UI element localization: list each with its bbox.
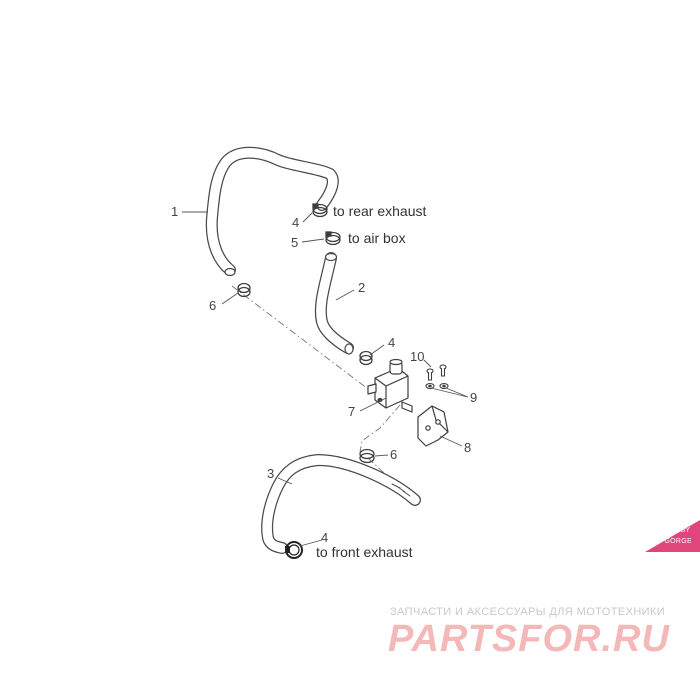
hose-1 xyxy=(205,146,339,277)
part-number-5: 5 xyxy=(291,235,299,250)
clamp-4-rear xyxy=(312,203,328,218)
label-to-front-exhaust: to front exhaust xyxy=(316,544,413,560)
badge-line-1: BY xyxy=(680,527,690,534)
watermark-corner-badge: BY GORGE xyxy=(645,520,700,552)
watermark-brand: PARTSFOR.RU xyxy=(388,618,670,660)
watermark-tagline: ЗАПЧАСТИ И АКСЕССУАРЫ ДЛЯ МОТОТЕХНИКИ xyxy=(390,606,666,618)
watermark-badge xyxy=(645,520,700,552)
part-number-9: 9 xyxy=(470,390,478,405)
part-number-7: 7 xyxy=(348,404,356,419)
label-to-rear-exhaust: to rear exhaust xyxy=(333,203,427,219)
bracket-8 xyxy=(417,405,449,447)
clamp-4-front xyxy=(285,541,303,559)
part-number-8: 8 xyxy=(464,440,472,455)
clamp-6-upper xyxy=(237,282,251,298)
leader-lines xyxy=(182,211,469,547)
valve-7 xyxy=(367,358,413,413)
part-number-3: 3 xyxy=(267,466,275,481)
clamp-5 xyxy=(325,231,341,246)
part-number-2: 2 xyxy=(358,280,366,295)
screw-10 xyxy=(426,364,447,381)
clamp-6-lower xyxy=(359,448,375,464)
hose-2 xyxy=(314,252,354,355)
part-number-1: 1 xyxy=(171,204,179,219)
washer-9 xyxy=(425,382,449,390)
hose-3 xyxy=(261,454,421,554)
label-to-air-box: to air box xyxy=(348,230,406,246)
part-number-4-front: 4 xyxy=(321,530,329,545)
part-number-4-mid: 4 xyxy=(388,335,396,350)
part-number-10: 10 xyxy=(410,349,425,364)
part-number-6-upper: 6 xyxy=(209,298,217,313)
part-number-6-lower: 6 xyxy=(390,447,398,462)
clamp-4-mid xyxy=(359,350,373,366)
badge-line-2: GORGE xyxy=(664,538,692,545)
part-number-4-rear: 4 xyxy=(292,215,300,230)
